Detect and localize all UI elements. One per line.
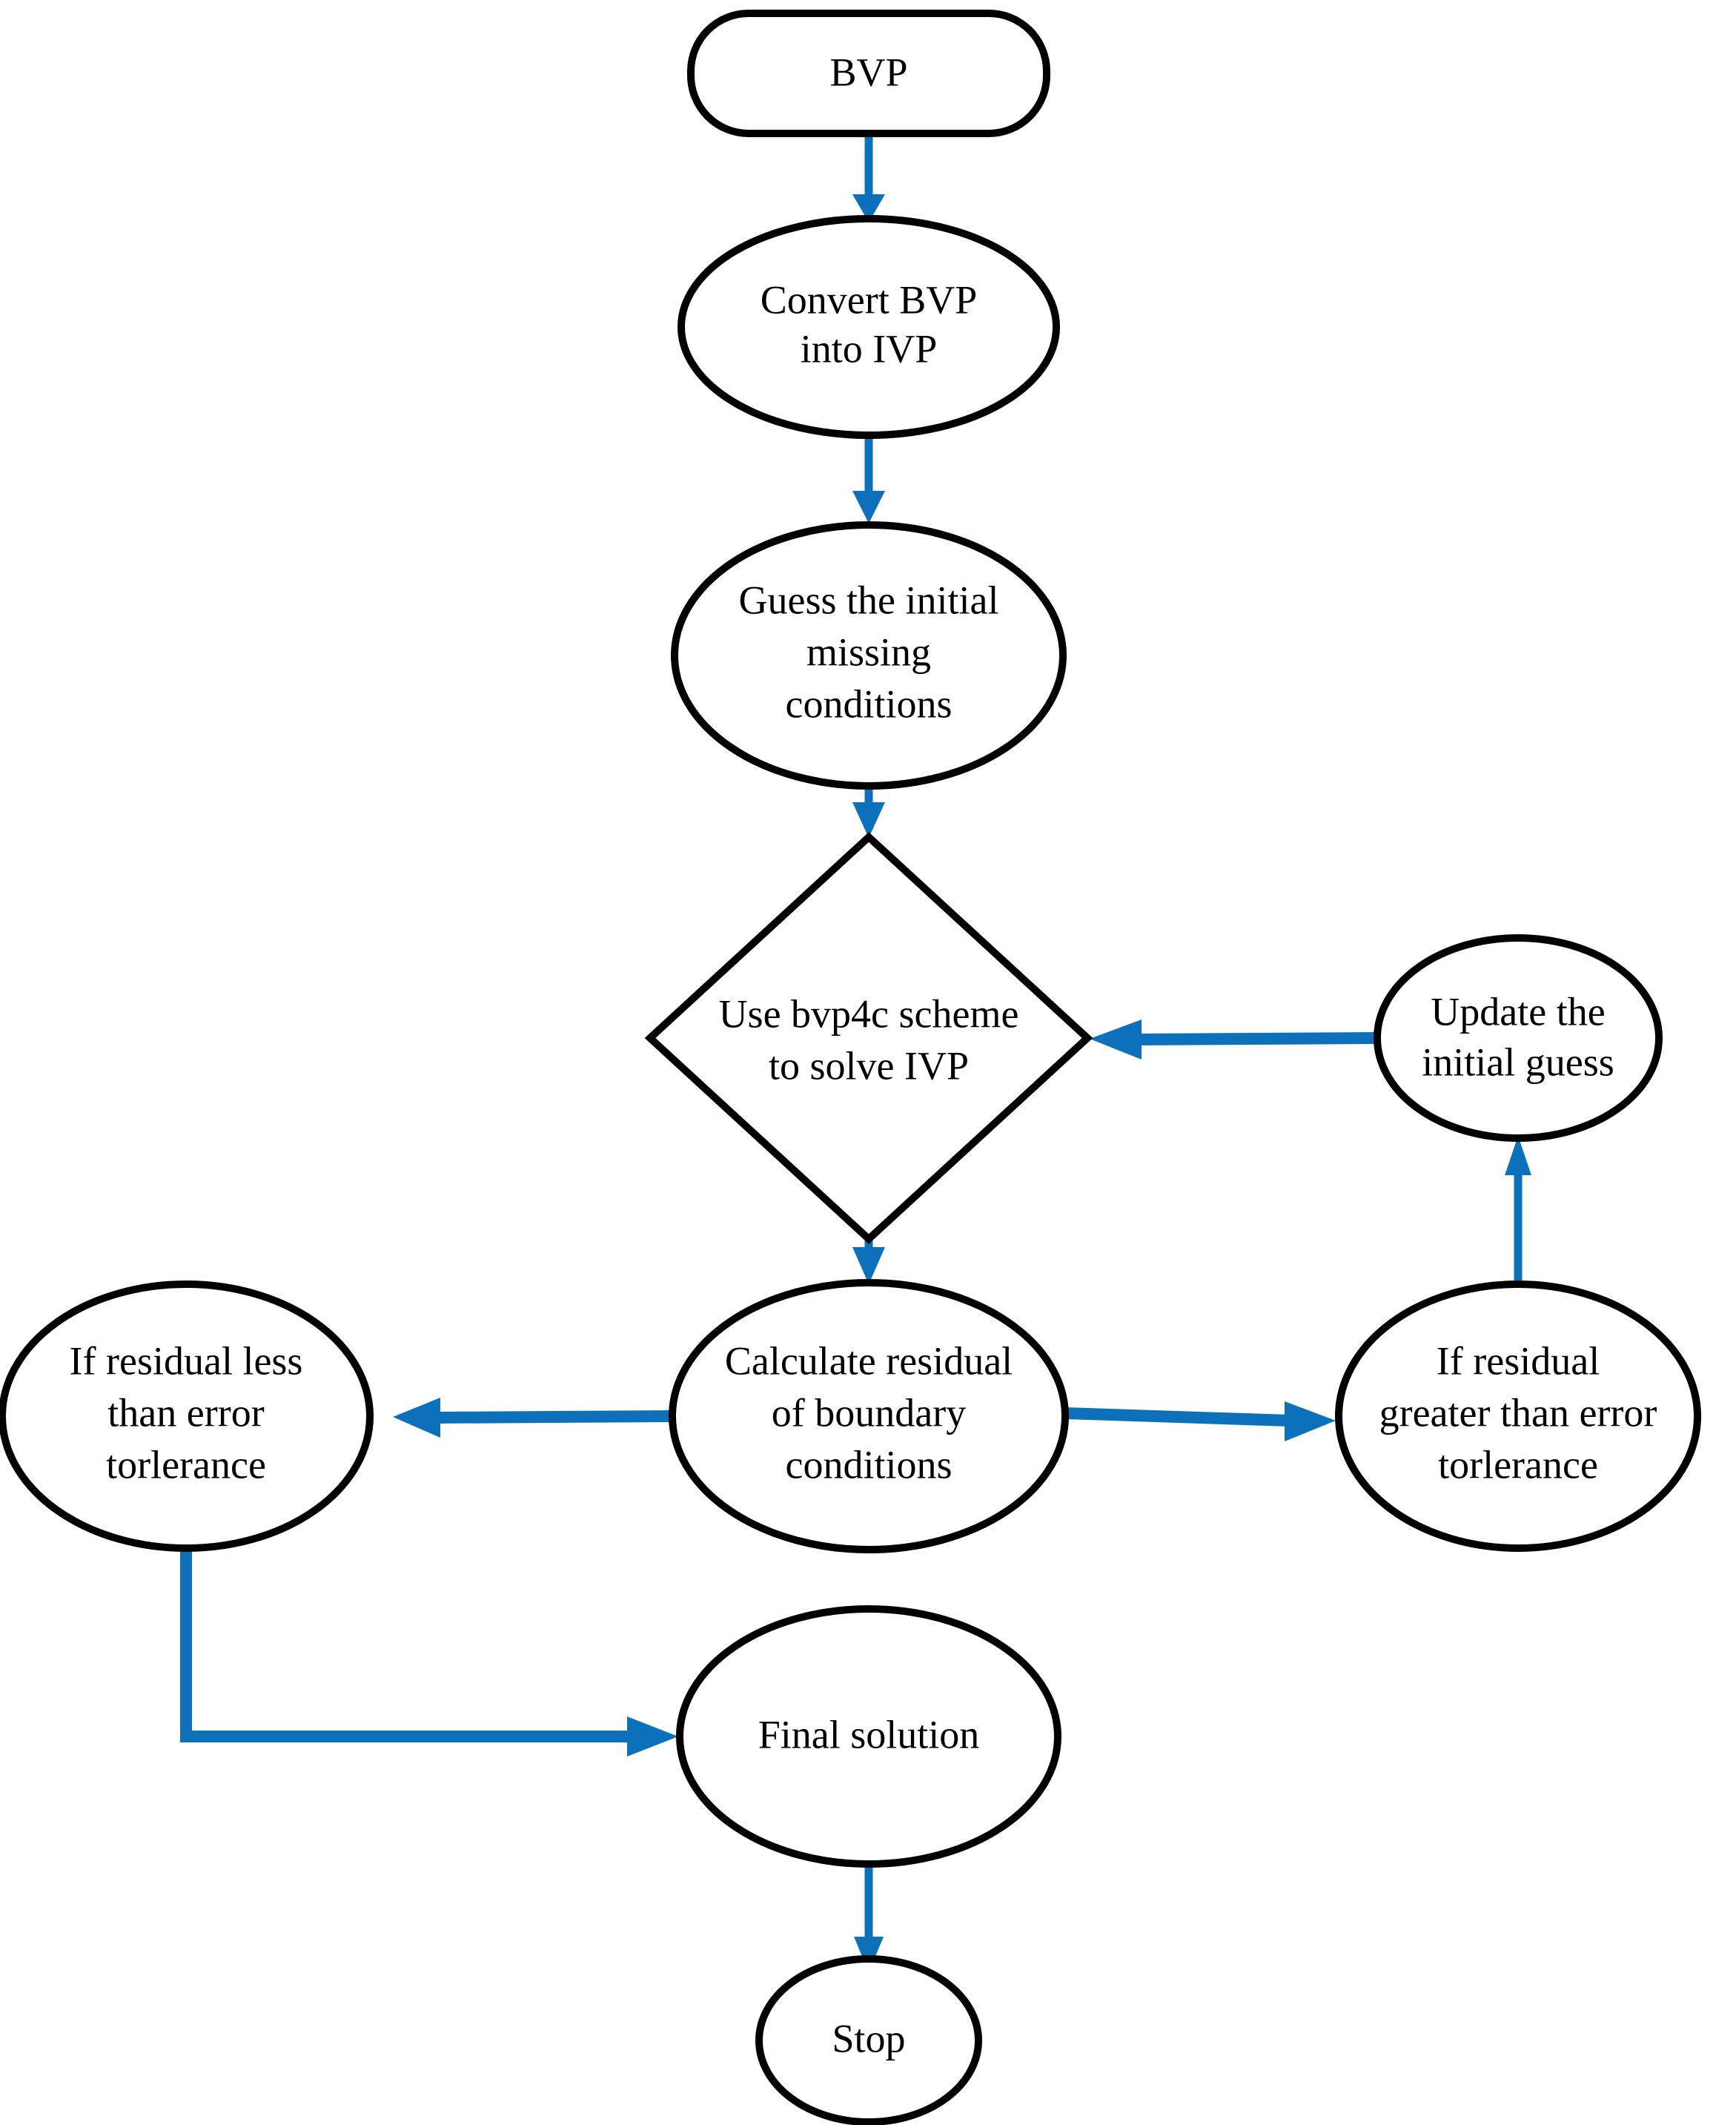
- node-stop-shape[interactable]: [755, 1955, 982, 2125]
- node-update-initial-guess[interactable]: Update the initial guess: [1374, 934, 1663, 1142]
- node-bvp4c-shape[interactable]: [644, 832, 1093, 1244]
- arrowhead-less-final: [627, 1716, 678, 1756]
- node-guess-label-line2: missing: [806, 629, 931, 674]
- node-bvp4c-label-line2: to solve IVP: [769, 1043, 969, 1088]
- node-layer: BVP Convert BVP into IVP Guess the initi…: [0, 10, 1701, 2125]
- node-final-solution[interactable]: Final solution: [676, 1605, 1061, 1868]
- node-bvp-shape[interactable]: [687, 10, 1050, 137]
- edge-less-to-final: [180, 1548, 678, 1756]
- node-convert-shape[interactable]: [677, 215, 1060, 439]
- node-residual-label-line2: of boundary: [772, 1390, 966, 1435]
- edge-greater-to-update: [1505, 1136, 1531, 1284]
- node-stop[interactable]: Stop: [755, 1955, 982, 2125]
- node-guess-label-line1: Guess the initial: [739, 578, 999, 622]
- edge-line-update-bvp4c: [1135, 1032, 1378, 1045]
- node-convert-label-line1: Convert BVP: [761, 277, 978, 322]
- node-bvp[interactable]: BVP: [687, 10, 1050, 137]
- node-bvp4c-label-line1: Use bvp4c scheme: [719, 991, 1019, 1036]
- arrowhead-bvp-convert: [852, 194, 885, 222]
- node-greater-label-line1: If residual: [1437, 1338, 1600, 1383]
- node-final-label: Final solution: [758, 1712, 980, 1756]
- edge-line-residual-less: [434, 1410, 672, 1424]
- node-stop-label: Stop: [832, 2016, 905, 2060]
- node-greater-label-line2: greater than error: [1379, 1390, 1657, 1435]
- node-greater-label-line3: torlerance: [1438, 1442, 1598, 1487]
- edge-update-to-bvp4c: [1090, 1019, 1378, 1060]
- arrowhead-residual-less: [393, 1398, 440, 1438]
- node-bvp-label: BVP: [829, 50, 907, 94]
- node-if-residual-less[interactable]: If residual less than error torlerance: [0, 1280, 374, 1552]
- node-guess-initial-missing-conditions[interactable]: Guess the initial missing conditions: [671, 521, 1067, 790]
- node-less-label-line3: torlerance: [106, 1442, 266, 1487]
- node-guess-shape[interactable]: [671, 521, 1067, 790]
- node-residual-label-line1: Calculate residual: [725, 1338, 1013, 1383]
- node-update-label-line2: initial guess: [1422, 1040, 1614, 1084]
- edge-bvp-to-convert: [852, 133, 885, 222]
- arrowhead-convert-guess: [852, 491, 885, 523]
- node-update-label-line1: Update the: [1431, 989, 1605, 1034]
- node-update-shape[interactable]: [1374, 934, 1663, 1142]
- arrowhead-final-stop: [854, 1937, 884, 1972]
- edge-residual-to-greater: [1064, 1401, 1336, 1441]
- edge-residual-to-less: [393, 1398, 672, 1438]
- arrowhead-greater-update: [1505, 1136, 1531, 1175]
- edge-final-to-stop: [854, 1864, 884, 1972]
- node-less-shape[interactable]: [0, 1280, 374, 1552]
- arrowhead-residual-greater: [1285, 1401, 1336, 1441]
- node-convert-bvp-into-ivp[interactable]: Convert BVP into IVP: [677, 215, 1060, 439]
- node-if-residual-greater[interactable]: If residual greater than error torleranc…: [1335, 1280, 1701, 1552]
- node-greater-shape[interactable]: [1335, 1280, 1701, 1552]
- arrowhead-update-bvp4c: [1090, 1019, 1142, 1060]
- edge-guess-to-bvp4c: [852, 786, 885, 838]
- arrowhead-bvp4c-residual: [852, 1247, 885, 1284]
- node-use-bvp4c-scheme[interactable]: Use bvp4c scheme to solve IVP: [644, 832, 1093, 1244]
- edge-line-residual-greater: [1064, 1407, 1291, 1427]
- arrowhead-guess-bvp4c: [852, 802, 885, 838]
- node-less-label-line1: If residual less: [70, 1338, 303, 1383]
- node-calculate-residual[interactable]: Calculate residual of boundary condition…: [669, 1279, 1069, 1553]
- node-final-shape[interactable]: [676, 1605, 1061, 1868]
- node-residual-shape[interactable]: [669, 1279, 1069, 1553]
- edge-bvp4c-to-residual: [852, 1239, 885, 1284]
- node-guess-label-line3: conditions: [786, 681, 953, 726]
- edge-path-less-final: [180, 1548, 629, 1742]
- edge-layer: [180, 133, 1531, 1972]
- node-less-label-line2: than error: [107, 1390, 264, 1435]
- node-convert-label-line2: into IVP: [801, 326, 938, 371]
- edge-convert-to-guess: [852, 435, 885, 523]
- node-residual-label-line3: conditions: [786, 1442, 953, 1487]
